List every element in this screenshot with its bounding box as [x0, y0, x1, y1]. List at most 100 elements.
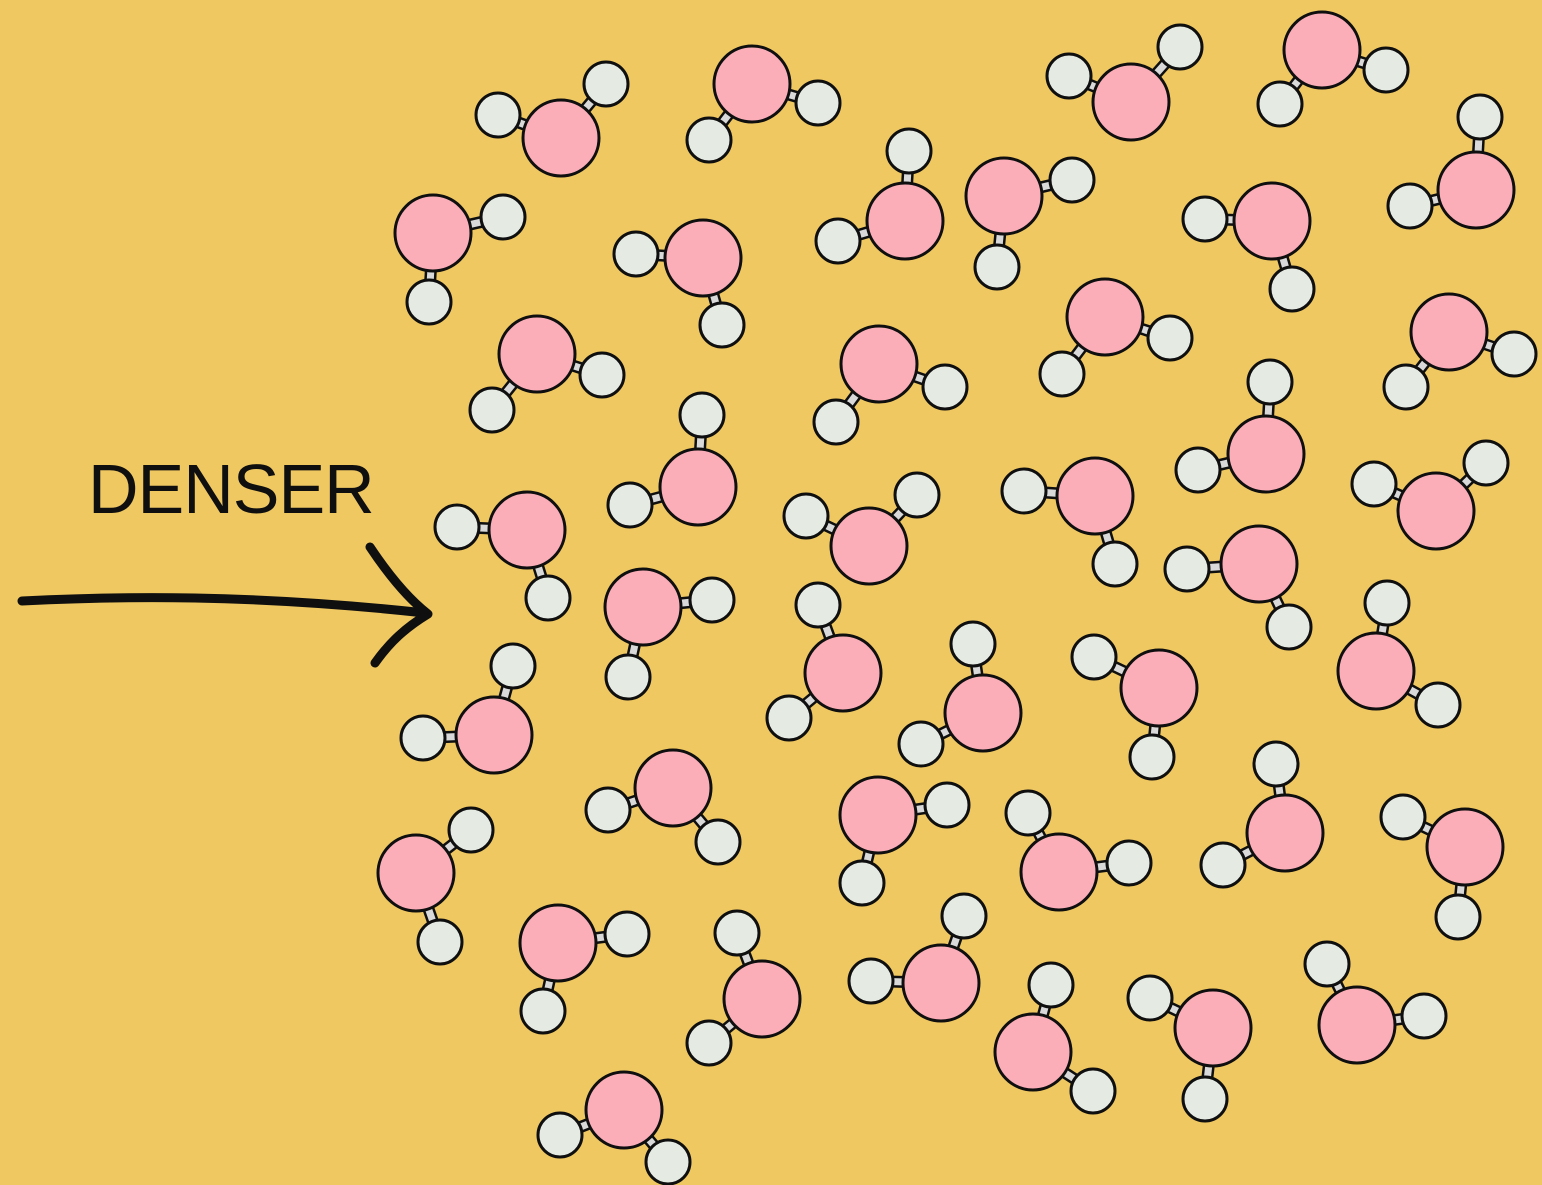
- hydrogen-atom: [1256, 80, 1304, 128]
- hydrogen-atom: [698, 301, 746, 349]
- water-molecule-icon: [1038, 277, 1194, 398]
- water-molecule-icon: [1000, 456, 1139, 588]
- hydrogen-atom: [1045, 52, 1093, 100]
- hydrogen-atom: [897, 720, 945, 768]
- oxygen-atom: [1226, 414, 1306, 494]
- hydrogen-atom: [468, 386, 516, 434]
- water-molecule-icon: [399, 642, 537, 775]
- water-molecule-icon: [1336, 579, 1462, 729]
- water-molecule-icon: [518, 903, 651, 1035]
- oxygen-atom: [964, 156, 1044, 236]
- water-molecule-icon: [1303, 940, 1448, 1065]
- hydrogen-atom: [405, 278, 453, 326]
- oxygen-atom: [454, 695, 534, 775]
- hydrogen-atom: [1105, 839, 1153, 887]
- oxygen-atom: [1396, 471, 1476, 551]
- oxygen-atom: [901, 943, 981, 1023]
- hydrogen-atom: [1146, 314, 1194, 362]
- hydrogen-atom: [973, 243, 1021, 291]
- oxygen-atom: [839, 324, 919, 404]
- hydrogen-atom: [474, 91, 522, 139]
- hydrogen-atom: [1268, 265, 1316, 313]
- hydrogen-atom: [1038, 350, 1086, 398]
- oxygen-atom: [497, 314, 577, 394]
- water-molecule-icon: [993, 961, 1117, 1115]
- hydrogen-atom: [1379, 793, 1427, 841]
- water-molecule-icon: [685, 44, 842, 164]
- oxygen-atom: [1119, 648, 1199, 728]
- molecules-group: [376, 10, 1538, 1185]
- water-molecule-icon: [897, 620, 1023, 768]
- oxygen-atom: [1436, 150, 1516, 230]
- hydrogen-atom: [1252, 740, 1300, 788]
- hydrogen-atom: [921, 363, 969, 411]
- hydrogen-atom: [578, 351, 626, 399]
- hydrogen-atom: [604, 653, 652, 701]
- hydrogen-atom: [685, 1019, 733, 1067]
- hydrogen-atom: [1265, 603, 1313, 651]
- water-molecule-icon: [376, 806, 495, 966]
- water-molecule-icon: [1181, 181, 1316, 313]
- water-molecule-icon: [474, 60, 630, 178]
- right-arrow-icon: [17, 542, 433, 668]
- hydrogen-atom: [479, 193, 527, 241]
- water-molecule-icon: [1379, 793, 1505, 941]
- oxygen-atom: [603, 567, 683, 647]
- hydrogen-atom: [1126, 974, 1174, 1022]
- water-molecule-icon: [1126, 974, 1253, 1123]
- water-molecule-icon: [1199, 740, 1325, 889]
- hydrogen-atom: [1070, 633, 1118, 681]
- hydrogen-atom: [582, 60, 630, 108]
- oxygen-atom: [521, 98, 601, 178]
- hydrogen-atom: [416, 918, 464, 966]
- water-molecule-icon: [1174, 358, 1306, 494]
- hydrogen-atom: [885, 127, 933, 175]
- hydrogen-atom: [1246, 358, 1294, 406]
- hydrogen-atom: [489, 642, 537, 690]
- hydrogen-atom: [1048, 156, 1096, 204]
- oxygen-atom: [1055, 456, 1135, 536]
- water-molecule-icon: [782, 471, 941, 586]
- hydrogen-atom: [603, 910, 651, 958]
- hydrogen-atom: [1363, 579, 1411, 627]
- oxygen-atom: [943, 673, 1023, 753]
- hydrogen-atom: [1434, 893, 1482, 941]
- hydrogen-atom: [1181, 195, 1229, 243]
- hydrogen-atom: [1382, 363, 1430, 411]
- water-molecule-icon: [606, 391, 738, 529]
- water-molecule-icon: [1350, 439, 1510, 551]
- water-molecule-icon: [433, 490, 572, 622]
- oxygen-atom: [993, 1012, 1073, 1092]
- hydrogen-atom: [1000, 467, 1048, 515]
- water-molecule-icon: [812, 324, 969, 446]
- water-molecule-icon: [847, 892, 988, 1023]
- hydrogen-atom: [1456, 93, 1504, 141]
- oxygen-atom: [803, 633, 883, 713]
- oxygen-atom: [663, 218, 743, 298]
- hydrogen-atom: [765, 694, 813, 742]
- arrow-shaft: [17, 593, 430, 618]
- water-molecule-icon: [1386, 93, 1516, 230]
- hydrogen-atom: [433, 503, 481, 551]
- hydrogen-atom: [1004, 789, 1052, 837]
- oxygen-atom: [393, 193, 473, 273]
- hydrogen-atom: [678, 391, 726, 439]
- denser-label: DENSER: [88, 450, 375, 528]
- hydrogen-atom: [923, 781, 971, 829]
- water-molecule-icon: [1256, 10, 1410, 128]
- hydrogen-atom: [584, 786, 632, 834]
- oxygen-atom: [1091, 62, 1171, 142]
- water-molecule-icon: [964, 156, 1096, 291]
- oxygen-atom: [376, 833, 456, 913]
- hydrogen-atom: [1163, 545, 1211, 593]
- hydrogen-atom: [524, 574, 572, 622]
- oxygen-atom: [1219, 524, 1299, 604]
- oxygen-atom: [1317, 985, 1397, 1065]
- oxygen-atom: [1282, 10, 1362, 90]
- arrow-head: [365, 542, 433, 668]
- water-molecule-icon: [1382, 292, 1538, 411]
- hydrogen-atom: [1386, 182, 1434, 230]
- oxygen-atom: [1019, 832, 1099, 912]
- oxygen-atom: [584, 1070, 664, 1150]
- oxygen-atom: [658, 447, 738, 527]
